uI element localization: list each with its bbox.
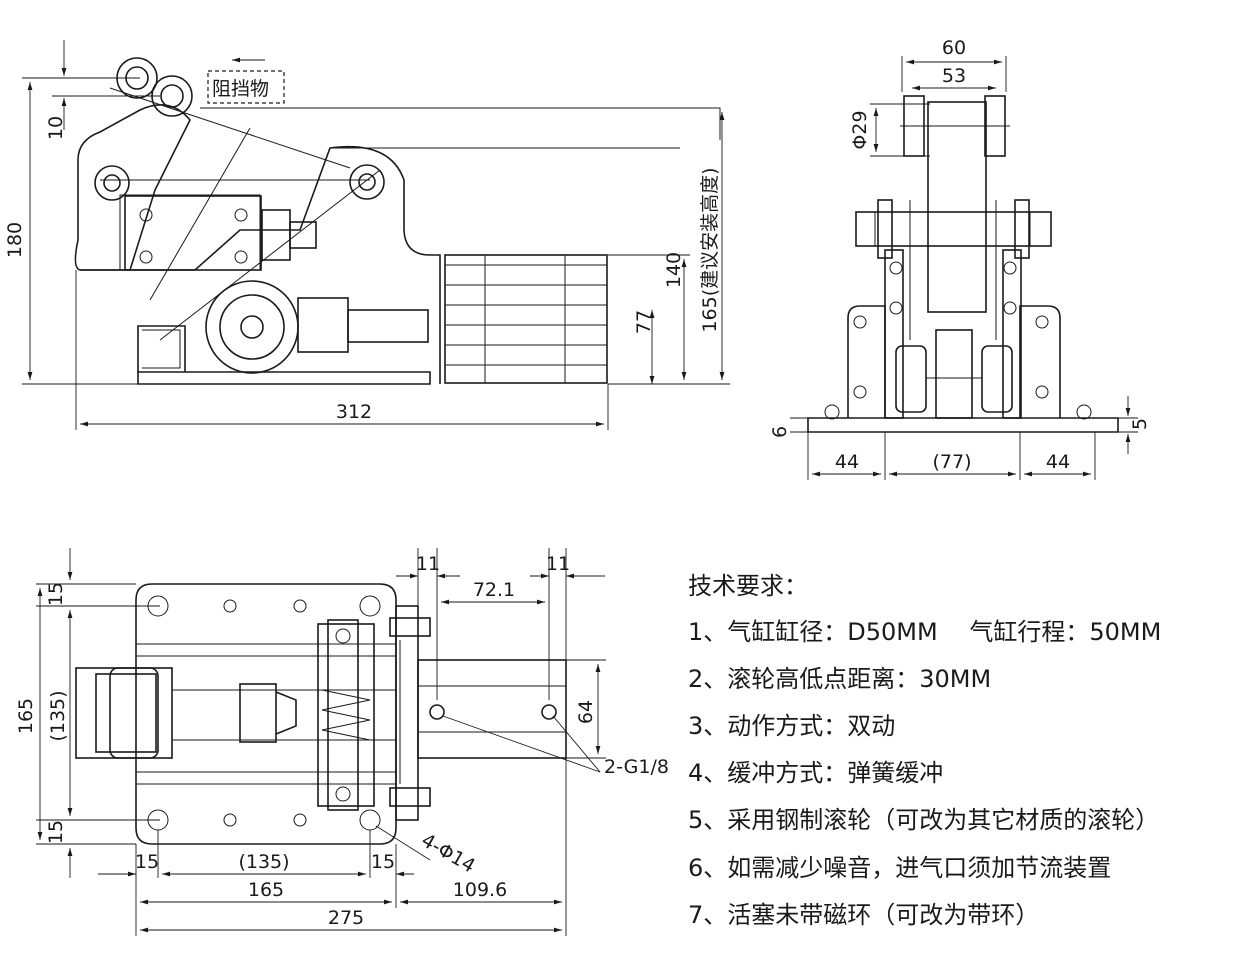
side-view: 阻挡物 180 10 312 77 140 165(建议安装高度): [4, 40, 730, 430]
dim-15-bottom: 15: [45, 820, 67, 844]
requirement-item: 5、采用钢制滚轮（可改为其它材质的滚轮）: [688, 806, 1160, 834]
requirement-item: 1、气缸缸径：D50MM 气缸行程：50MM: [688, 618, 1162, 646]
bolt-icon: [1035, 315, 1049, 329]
dim-72-1: 72.1: [473, 579, 515, 601]
obstacle-label: 阻挡物: [212, 78, 269, 100]
top-view: 11 72.1 11 64 2-G1/8 4-Φ14 165 (135) 15 …: [15, 548, 669, 936]
requirements-title: 技术要求：: [688, 572, 808, 600]
front-view: 60 53 Φ29 44 (77) 44 6 5: [769, 37, 1151, 480]
hole-callout: 4-Φ14: [418, 829, 479, 877]
dim-44-left: 44: [835, 451, 859, 473]
requirement-item: 6、如需减少噪音，进气口须加节流装置: [688, 854, 1112, 882]
dim-312: 312: [336, 401, 372, 423]
bolt-icon: [139, 208, 153, 222]
roller-right: [981, 345, 1013, 413]
dim-60: 60: [942, 37, 966, 59]
bolt-icon: [1035, 385, 1049, 399]
dim-53: 53: [942, 65, 966, 87]
dim-275: 275: [328, 907, 364, 929]
cross-axle: [855, 211, 1052, 247]
requirement-item: 4、缓冲方式：弹簧缓冲: [688, 759, 944, 787]
air-port: [541, 704, 557, 720]
mount-hole: [359, 595, 381, 617]
roller-left: [895, 345, 927, 413]
dim-phi29: Φ29: [849, 110, 871, 149]
cylinder-body: [417, 659, 567, 759]
dim-109-6: 109.6: [453, 879, 507, 901]
dim-165-install-height: 165(建议安装高度): [699, 167, 721, 332]
dim-15-left: 15: [135, 851, 159, 873]
dim-11-left: 11: [416, 553, 440, 575]
dim-11-right: 11: [546, 553, 570, 575]
spring-housing: [317, 623, 375, 807]
base-plate: [135, 583, 397, 845]
bolt-icon: [234, 250, 248, 264]
port-callout: 2-G1/8: [604, 756, 669, 778]
mounting-plate: [124, 195, 262, 271]
dim-180: 180: [4, 222, 26, 258]
requirement-item: 7、活塞未带磁环（可改为带环）: [688, 901, 1040, 929]
bolt-icon: [139, 250, 153, 264]
dim-135-vertical: (135): [47, 690, 69, 741]
bolt-icon: [234, 208, 248, 222]
dim-140: 140: [663, 252, 685, 288]
dim-77-paren: (77): [932, 451, 971, 473]
dim-15-top: 15: [45, 582, 67, 606]
bolt-icon: [853, 385, 867, 399]
air-cylinder: [444, 254, 608, 384]
obstacle-box: [207, 70, 285, 104]
dim-10: 10: [45, 116, 67, 140]
dim-165-vertical: 165: [15, 698, 37, 734]
requirement-item: 3、动作方式：双动: [688, 712, 896, 740]
lever-arm: [927, 101, 987, 313]
dim-44-right: 44: [1046, 451, 1070, 473]
dim-64: 64: [575, 700, 597, 724]
dim-135-horizontal: (135): [238, 851, 289, 873]
dim-165-horizontal: 165: [248, 879, 284, 901]
dim-77: 77: [633, 310, 655, 334]
requirement-item: 2、滚轮高低点距离：30MM: [688, 665, 992, 693]
dim-6: 6: [769, 426, 791, 438]
air-port: [429, 704, 445, 720]
dim-15-right: 15: [371, 851, 395, 873]
bolt-icon: [853, 315, 867, 329]
dim-5: 5: [1129, 418, 1151, 430]
pivot-pin-right: [349, 164, 385, 200]
pivot-pin: [94, 165, 130, 201]
